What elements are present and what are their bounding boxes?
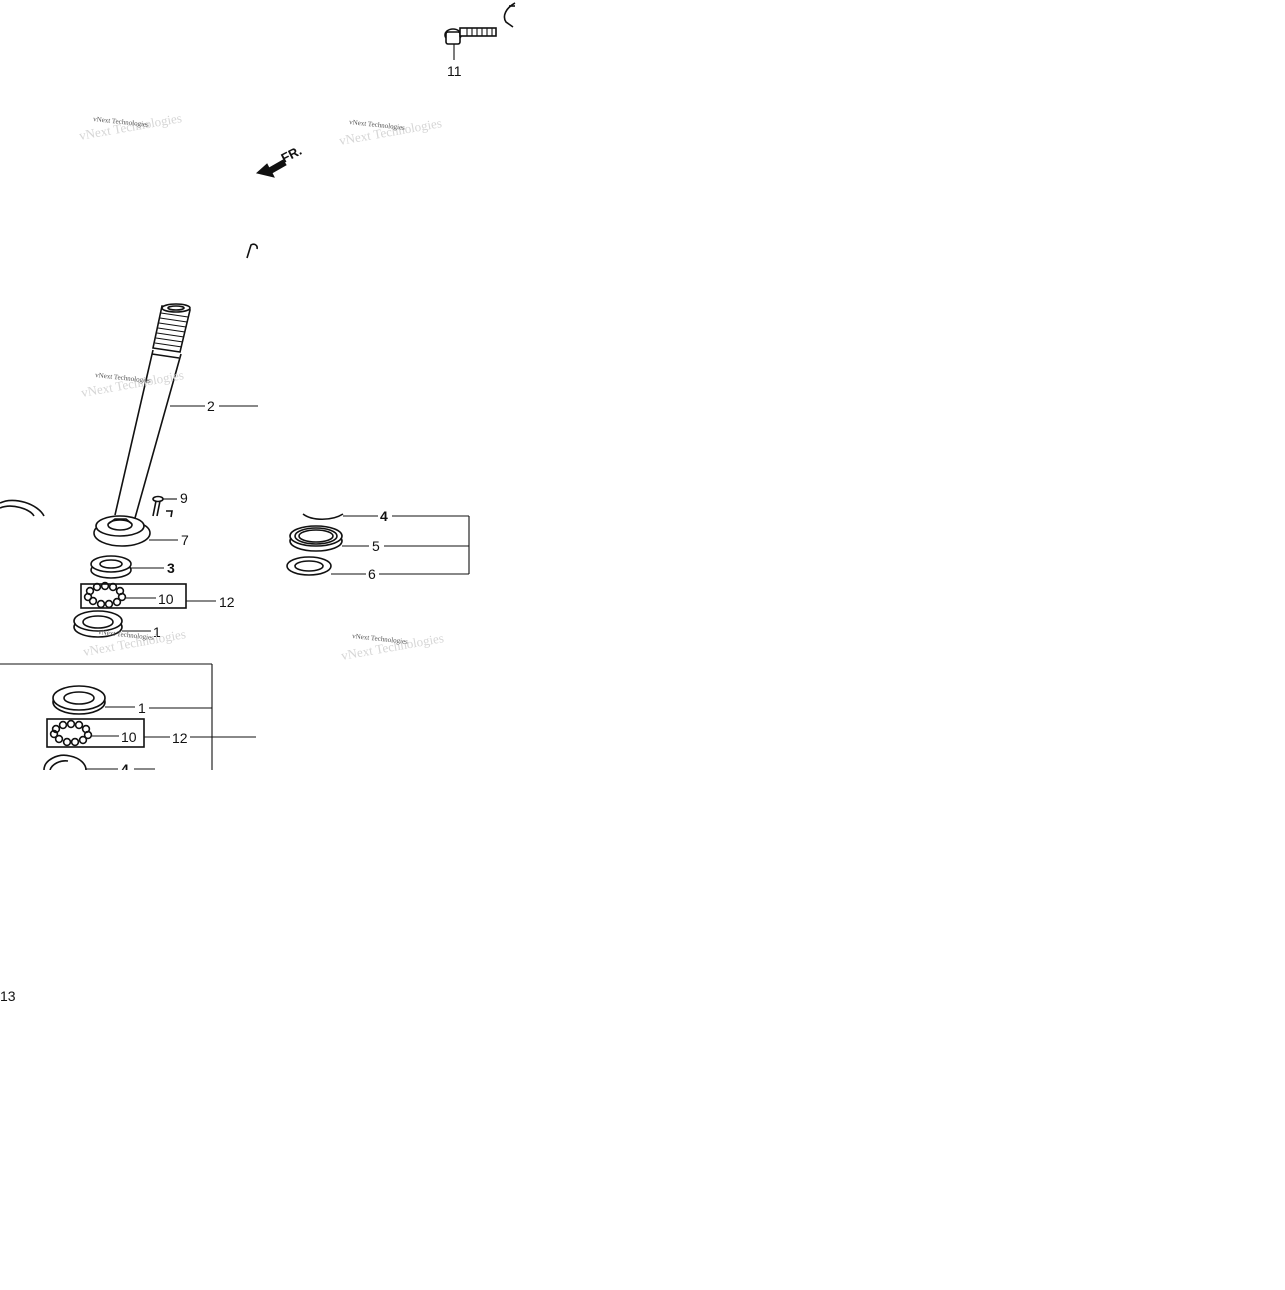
steel-balls-part-10 — [83, 581, 127, 609]
ball-race-part-1-lower[interactable]: 1 — [52, 685, 212, 716]
watermark-4: vNext Technologies vNext Technologies — [82, 626, 187, 659]
callout-12-lower: 12 — [172, 730, 188, 746]
callout-7: 7 — [181, 532, 189, 548]
partial-mark — [246, 243, 258, 259]
callout-10-lower: 10 — [121, 729, 137, 745]
steel-ball-set-upper-part-12[interactable]: 10 12 — [80, 581, 235, 610]
lower-bearing-group: 1 10 12 — [0, 663, 260, 790]
race-group-right: 4 5 6 — [286, 508, 470, 582]
partial-part-top — [503, 2, 516, 28]
callout-12-upper: 12 — [219, 594, 235, 610]
callout-6: 6 — [368, 566, 376, 582]
callout-9: 9 — [180, 490, 188, 506]
callout-5: 5 — [372, 538, 380, 554]
race-part-4-right[interactable]: 4 — [302, 508, 469, 524]
callout-2: 2 — [207, 398, 215, 414]
partial-ring-left — [0, 499, 45, 517]
race-part-4-lower[interactable]: 4 — [43, 754, 155, 777]
front-direction-arrow-icon: FR. — [255, 143, 304, 178]
washer-part-6[interactable]: 6 — [286, 556, 469, 582]
flange-bolt-part-11[interactable]: 11 — [444, 27, 497, 79]
callout-4-right: 4 — [380, 508, 388, 524]
callout-3: 3 — [167, 560, 175, 576]
screw-part-9[interactable]: 9 — [152, 490, 188, 518]
callout-13: 13 — [0, 988, 16, 1004]
callout-1-upper: 1 — [153, 624, 161, 640]
cone-race-part-3[interactable]: 3 — [90, 555, 175, 579]
callout-11: 11 — [447, 63, 462, 79]
ball-race-part-1-upper[interactable]: 1 — [73, 610, 161, 640]
dust-seal-part-5[interactable]: 5 — [289, 525, 469, 554]
adjusting-nut-part-7[interactable]: 7 — [93, 515, 189, 548]
watermark-5: vNext Technologies vNext Technologies — [340, 630, 445, 663]
callout-1-lower: 1 — [138, 700, 146, 716]
callout-4-lower: 4 — [121, 761, 129, 777]
steel-ball-set-lower-part-12[interactable]: 10 12 — [46, 718, 256, 748]
callout-10-upper: 10 — [158, 591, 174, 607]
watermark-1: vNext Technologies vNext Technologies — [78, 110, 183, 143]
watermark-2: vNext Technologies vNext Technologies — [338, 115, 443, 148]
steel-balls-part-10-lower — [49, 719, 93, 747]
steering-stem-part-2[interactable]: 2 — [114, 303, 258, 519]
